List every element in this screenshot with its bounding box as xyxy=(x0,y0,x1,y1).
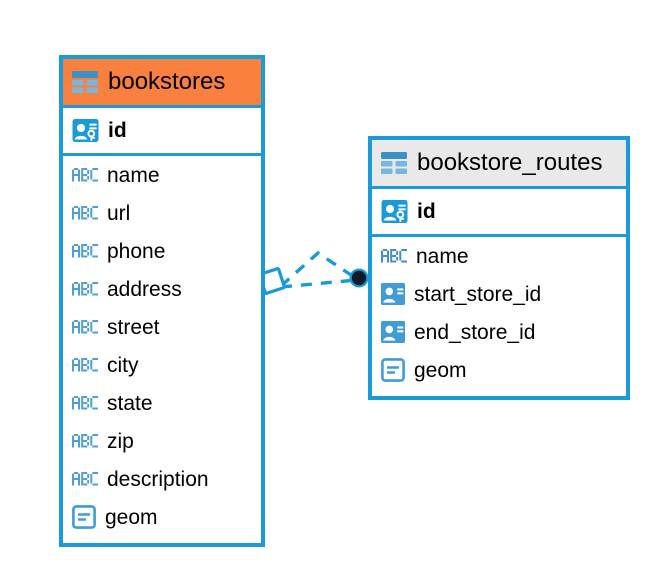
field-label: id xyxy=(108,119,127,142)
abc-icon xyxy=(72,319,98,335)
table-icon xyxy=(72,71,98,93)
field-row-zip[interactable]: zip xyxy=(63,422,261,460)
relationship-branch-lower xyxy=(280,278,358,289)
field-row-name[interactable]: name xyxy=(63,156,261,194)
primary-key-block-bookstores: id xyxy=(63,105,261,156)
primary-key-icon xyxy=(72,117,99,144)
field-row-street[interactable]: street xyxy=(63,308,261,346)
geometry-icon xyxy=(381,358,405,382)
primary-key-block-bookstore-routes: id xyxy=(372,186,626,237)
field-label: id xyxy=(417,200,436,223)
field-label: street xyxy=(107,315,160,339)
entity-header-bookstores: bookstores xyxy=(63,59,261,105)
table-icon xyxy=(381,152,407,174)
entity-header-bookstore-routes: bookstore_routes xyxy=(372,140,626,186)
foreign-key-icon xyxy=(381,321,405,343)
abc-icon xyxy=(72,395,98,411)
field-row-url[interactable]: url xyxy=(63,194,261,232)
field-row-phone[interactable]: phone xyxy=(63,232,261,270)
field-label: end_store_id xyxy=(414,320,536,344)
field-label: name xyxy=(416,244,469,268)
abc-icon xyxy=(72,243,98,259)
field-row-start-store-id[interactable]: start_store_id xyxy=(372,275,626,313)
relationship-branch-upper xyxy=(279,250,358,288)
field-row-description[interactable]: description xyxy=(63,460,261,498)
field-row-id[interactable]: id xyxy=(63,108,261,153)
field-row-name[interactable]: name xyxy=(372,237,626,275)
field-label: phone xyxy=(107,239,166,263)
field-label: url xyxy=(107,201,131,225)
field-block-bookstore-routes: name start_store_id xyxy=(372,237,626,389)
abc-icon xyxy=(72,471,98,487)
field-label: state xyxy=(107,391,153,415)
field-label: zip xyxy=(107,429,134,453)
entity-title: bookstore_routes xyxy=(417,149,603,176)
entity-bookstore-routes[interactable]: bookstore_routes id xyxy=(368,136,630,400)
field-row-geom[interactable]: geom xyxy=(372,351,626,389)
field-label: address xyxy=(107,277,182,301)
primary-key-icon xyxy=(381,198,408,225)
field-row-end-store-id[interactable]: end_store_id xyxy=(372,313,626,351)
filled-circle-icon xyxy=(349,268,369,288)
abc-icon xyxy=(72,281,98,297)
entity-bookstores[interactable]: bookstores id xyxy=(59,55,265,547)
field-label: description xyxy=(107,467,209,491)
field-label: start_store_id xyxy=(414,282,542,306)
field-row-geom[interactable]: geom xyxy=(63,498,261,536)
field-row-id[interactable]: id xyxy=(372,189,626,234)
field-row-state[interactable]: state xyxy=(63,384,261,422)
field-label: geom xyxy=(105,505,158,529)
field-label: city xyxy=(107,353,139,377)
abc-icon xyxy=(381,248,407,264)
abc-icon xyxy=(72,167,98,183)
field-block-bookstores: name u xyxy=(63,156,261,536)
abc-icon xyxy=(72,205,98,221)
foreign-key-icon xyxy=(381,283,405,305)
field-label: geom xyxy=(414,358,467,382)
abc-icon xyxy=(72,357,98,373)
entity-title: bookstores xyxy=(108,68,226,95)
geometry-icon xyxy=(72,505,96,529)
abc-icon xyxy=(72,433,98,449)
field-row-city[interactable]: city xyxy=(63,346,261,384)
field-label: name xyxy=(107,163,160,187)
field-row-address[interactable]: address xyxy=(63,270,261,308)
